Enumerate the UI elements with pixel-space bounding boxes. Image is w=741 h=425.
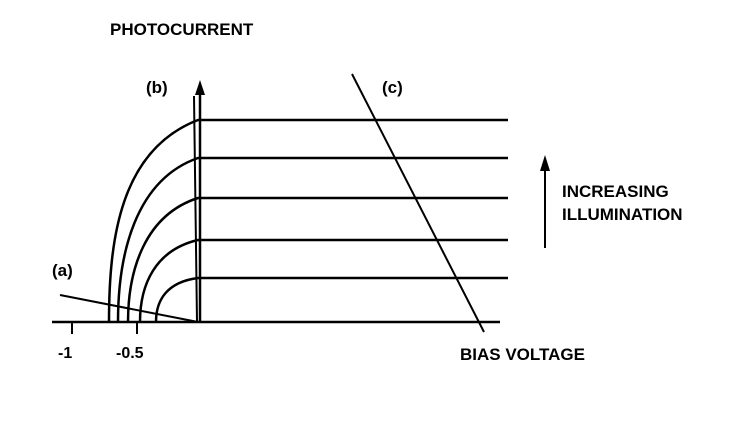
load-line-c <box>351 73 485 333</box>
curve-label-c: (c) <box>382 78 403 97</box>
y-axis-arrowhead <box>195 80 205 95</box>
photocurrent-curves <box>107 118 508 323</box>
photocurrent-curve-1 <box>107 118 508 323</box>
arrow-label-line-1: INCREASING <box>562 182 669 201</box>
tick-label-neg1: -1 <box>58 345 72 362</box>
illumination-arrowhead <box>540 155 550 171</box>
x-axis-label: BIAS VOLTAGE <box>460 345 585 364</box>
photocurrent-curve-4 <box>138 238 508 323</box>
curve-label-a: (a) <box>52 261 73 280</box>
photocurrent-curve-3 <box>126 196 508 323</box>
curve-label-b: (b) <box>146 78 168 97</box>
load-line-b <box>193 95 198 323</box>
y-axis-label: PHOTOCURRENT <box>110 20 254 39</box>
tick-label-neg05: -0.5 <box>116 345 144 362</box>
arrow-label-line-2: ILLUMINATION <box>562 205 683 224</box>
load-line-a <box>59 294 199 323</box>
photocurrent-curve-5 <box>154 276 508 323</box>
photocurrent-curve-2 <box>116 156 508 323</box>
